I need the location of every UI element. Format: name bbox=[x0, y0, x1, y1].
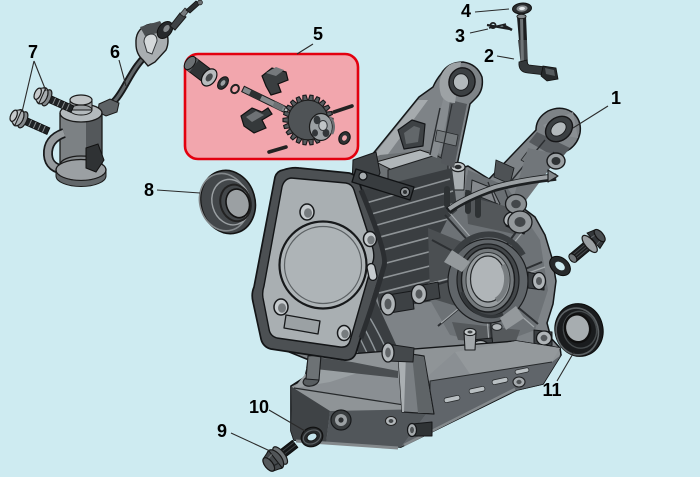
svg-text:5: 5 bbox=[313, 24, 323, 44]
svg-text:2: 2 bbox=[484, 46, 494, 66]
svg-text:3: 3 bbox=[455, 26, 465, 46]
svg-text:9: 9 bbox=[217, 421, 227, 441]
svg-text:4: 4 bbox=[461, 1, 471, 21]
svg-text:8: 8 bbox=[144, 180, 154, 200]
svg-text:6: 6 bbox=[110, 42, 120, 62]
svg-text:10: 10 bbox=[249, 397, 269, 417]
svg-text:7: 7 bbox=[28, 42, 38, 62]
svg-text:1: 1 bbox=[611, 88, 621, 108]
svg-text:11: 11 bbox=[542, 380, 561, 400]
